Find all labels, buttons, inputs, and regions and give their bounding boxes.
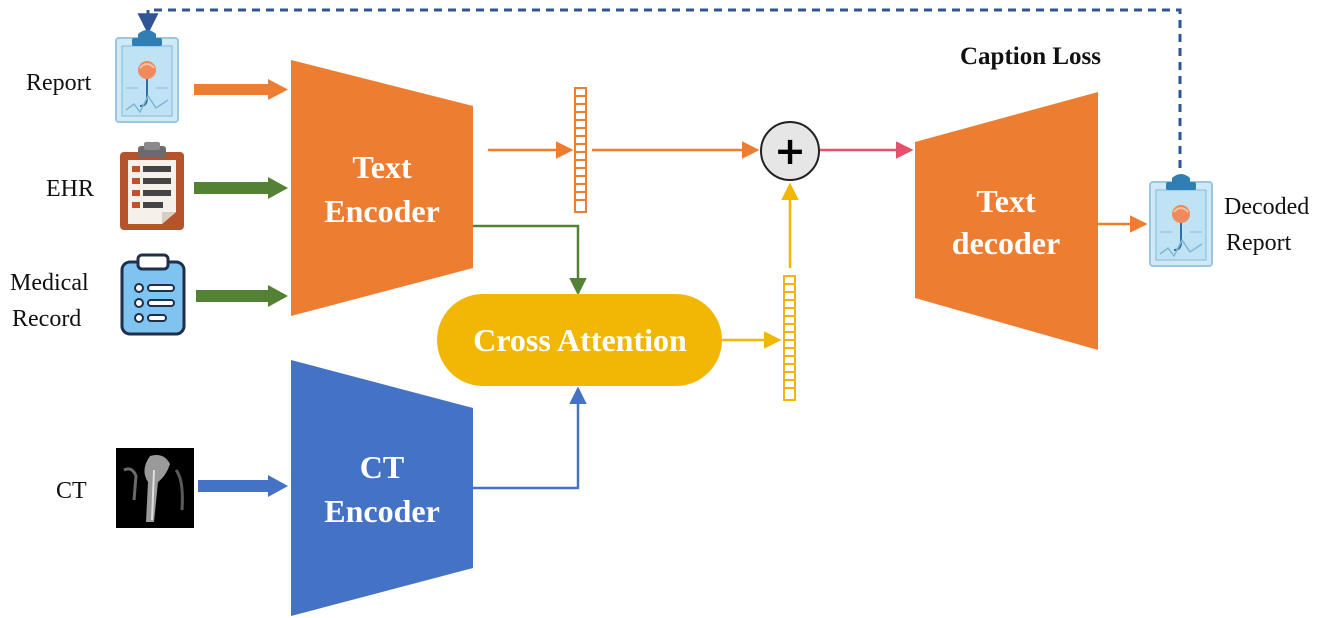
decoded-report-label-line1: Decoded (1224, 194, 1309, 220)
medical-record-label-line2: Record (12, 306, 81, 332)
sum-symbol: + (774, 129, 806, 173)
medical-record-clipboard-icon (120, 253, 186, 336)
text-encoder-to-cross-attention-arrow (473, 224, 587, 296)
ct-encoder-label-line1: CT (360, 449, 404, 485)
medical-record-label-line1: Medical (10, 270, 89, 296)
medical-record-to-text-encoder-arrow (196, 285, 288, 307)
ehr-input-label: EHR (46, 176, 94, 202)
text-encoder-label-line1: Text (352, 149, 412, 185)
decoded-report-label-line2: Report (1226, 230, 1292, 256)
ct-encoder-to-cross-attention-arrow (473, 386, 587, 490)
ehr-clipboard-icon (120, 142, 184, 230)
ct-encoder-block (291, 360, 473, 616)
text-decoder-label-line1: Text (976, 183, 1036, 219)
text-embedding-vector (574, 87, 587, 213)
ehr-to-text-encoder-arrow (194, 177, 288, 199)
text-encoder-label-line2: Encoder (324, 193, 440, 229)
text-decoder-label-line2: decoder (952, 225, 1060, 261)
fused-embedding-vector (783, 275, 796, 401)
ct-encoder-label-line2: Encoder (324, 493, 440, 529)
cross-attention-block (437, 294, 722, 386)
decoded-report-clipboard-icon (1149, 174, 1213, 267)
report-to-text-encoder-arrow (194, 79, 288, 100)
ct-to-ct-encoder-arrow (198, 475, 288, 497)
sum-node (760, 121, 820, 181)
text-encoder-block (291, 60, 473, 316)
caption-loss-label: Caption Loss (960, 43, 1101, 70)
ct-scan-image-icon (116, 448, 194, 528)
caption-loss-loop (137, 8, 1182, 168)
text-decoder-block (915, 92, 1098, 350)
report-clipboard-icon (115, 30, 179, 123)
ct-input-label: CT (56, 478, 87, 504)
report-input-label: Report (26, 70, 92, 96)
cross-attention-label: Cross Attention (473, 322, 687, 358)
